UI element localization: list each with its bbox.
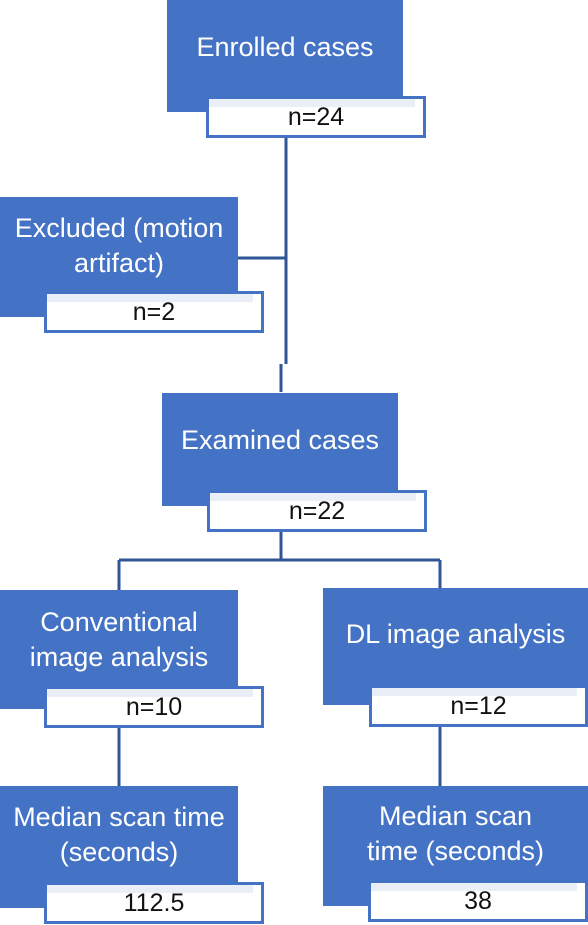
dl-count: n=12: [450, 691, 507, 720]
excluded-count: n=2: [132, 297, 176, 326]
excluded-label-line2: artifact): [73, 248, 164, 278]
conventional-label-line1: Conventional: [40, 606, 198, 637]
conventional-scan-time-line2: (seconds): [59, 837, 179, 867]
enrolled-cases-label: Enrolled cases: [196, 31, 374, 62]
excluded-label-line1: Excluded (motion: [14, 213, 224, 244]
excluded-count-box: n=2: [44, 291, 264, 333]
dl-scan-time-line1: Median scan: [378, 801, 533, 832]
enrolled-count-box: n=24: [206, 96, 426, 138]
conventional-label-line2: image analysis: [29, 641, 209, 672]
examined-cases-box: Examined cases: [162, 393, 398, 506]
conventional-scan-time-value: 112.5: [123, 888, 185, 917]
dl-scan-time-value-box: 38: [368, 880, 588, 922]
conventional-count: n=10: [125, 692, 183, 721]
enrolled-count: n=24: [287, 102, 345, 131]
examined-count: n=22: [288, 496, 346, 525]
conventional-scan-time-line1: Median scan time: [13, 802, 225, 833]
dl-scan-time-value: 38: [464, 886, 492, 915]
enrolled-cases-box: Enrolled cases: [167, 0, 403, 112]
conventional-count-box: n=10: [44, 686, 264, 728]
dl-count-box: n=12: [369, 685, 588, 727]
dl-analysis-label: DL image analysis: [345, 619, 566, 650]
examined-count-box: n=22: [207, 490, 427, 532]
conventional-scan-time-value-box: 112.5: [44, 882, 264, 924]
dl-scan-time-line2: time (seconds): [366, 836, 545, 866]
examined-cases-label: Examined cases: [180, 425, 380, 456]
